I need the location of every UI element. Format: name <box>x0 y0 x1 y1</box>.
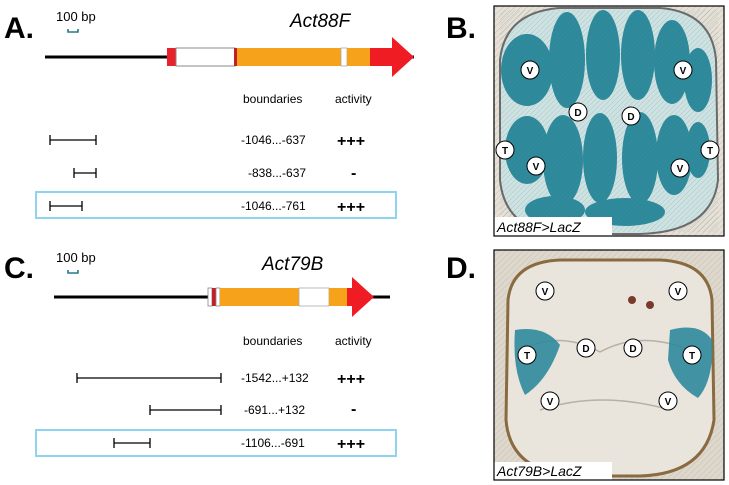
construct-row-a2: -838...-637 - <box>73 165 356 182</box>
marker-v: V <box>670 158 690 178</box>
intron-small-a <box>340 47 348 67</box>
svg-text:T: T <box>707 146 713 157</box>
micrograph-b: V V D D T T V V Act88F>LacZ <box>493 5 725 237</box>
boundaries-label: -691...+132 <box>244 403 305 417</box>
svg-text:D: D <box>627 112 634 123</box>
utr-small-c <box>207 287 213 307</box>
svg-text:D: D <box>629 344 636 355</box>
direction-arrow-a <box>370 37 414 77</box>
gene-model-c <box>54 277 390 317</box>
boundaries-label: -838...-637 <box>248 166 306 180</box>
boundaries-label: -1106...-691 <box>241 436 305 450</box>
svg-text:V: V <box>542 287 549 298</box>
gene-name-c: Act79B <box>261 254 324 275</box>
marker-v: V <box>535 281 555 301</box>
header-activity-a: activity <box>335 92 372 106</box>
activity-label: +++ <box>337 436 365 453</box>
marker-t: T <box>700 140 720 160</box>
intron-block-a <box>175 47 236 67</box>
coding-exon-a2 <box>347 48 370 66</box>
intron-small-c <box>215 287 221 307</box>
coding-exon-a1 <box>237 48 341 66</box>
svg-text:D: D <box>574 108 581 119</box>
svg-text:T: T <box>502 146 508 157</box>
marker-t: T <box>682 345 702 365</box>
caption-b: Act88F>LacZ <box>496 219 581 235</box>
construct-row-c2: -691...+132 - <box>149 401 356 418</box>
scale-label-c: 100 bp <box>56 250 96 265</box>
panel-a: A. 100 bp Act88F boundaries activity -10… <box>4 9 414 219</box>
panel-b: B. V V D <box>446 5 725 237</box>
boundaries-label: -1046...-761 <box>241 199 306 213</box>
marker-d: D <box>623 338 643 358</box>
utr-block-a <box>167 48 176 66</box>
construct-row-a3: -1046...-761 +++ <box>35 191 397 219</box>
scale-label-a: 100 bp <box>56 9 96 24</box>
svg-text:V: V <box>680 66 687 77</box>
svg-text:V: V <box>665 397 672 408</box>
marker-d: D <box>576 338 596 358</box>
header-activity-c: activity <box>335 334 372 348</box>
boundaries-label: -1542...+132 <box>241 371 309 385</box>
activity-label: +++ <box>337 133 365 150</box>
stain-texture-b <box>500 10 718 232</box>
caption-d: Act79B>LacZ <box>496 463 582 479</box>
coding-exon-c2 <box>329 288 347 306</box>
gene-name-a: Act88F <box>289 11 352 32</box>
panel-letter-d: D. <box>446 252 476 285</box>
panel-letter-a: A. <box>4 12 34 45</box>
svg-text:V: V <box>547 397 554 408</box>
highlight-box-a <box>35 191 397 219</box>
header-boundaries-c: boundaries <box>243 334 302 348</box>
svg-text:T: T <box>524 351 530 362</box>
marker-v: V <box>673 60 693 80</box>
micrograph-frame-b <box>493 5 725 237</box>
panel-d: D. V V T D D T V V Act79B>LacZ <box>446 249 725 481</box>
marker-t: T <box>495 140 515 160</box>
scale-bar-c <box>67 270 79 274</box>
highlight-box-c <box>35 429 397 457</box>
stained-region-left <box>514 329 560 395</box>
marker-v: V <box>520 60 540 80</box>
construct-row-c1: -1542...+132 +++ <box>76 371 365 388</box>
coding-exon-c1 <box>220 288 299 306</box>
activity-label: - <box>351 401 356 418</box>
marker-v: V <box>658 391 678 411</box>
svg-text:D: D <box>582 344 589 355</box>
pigment-spot <box>628 296 636 304</box>
marker-v: V <box>526 156 546 176</box>
svg-text:V: V <box>527 66 534 77</box>
utr-block-c <box>212 288 216 306</box>
construct-row-a1: -1046...-637 +++ <box>49 133 365 150</box>
direction-arrow-c <box>347 277 374 317</box>
activity-label: - <box>351 165 356 182</box>
marker-v: V <box>540 391 560 411</box>
marker-v: V <box>668 281 688 301</box>
construct-row-c3: -1106...-691 +++ <box>35 429 397 457</box>
marker-d: D <box>568 102 588 122</box>
caption-bg-b <box>494 217 612 236</box>
activity-label: +++ <box>337 371 365 388</box>
svg-text:T: T <box>689 351 695 362</box>
intron-block-c <box>298 287 330 307</box>
panel-c: C. 100 bp Act79B boundaries activity -15… <box>4 250 397 457</box>
pigment-spot <box>646 301 654 309</box>
micrograph-frame-d <box>493 249 725 481</box>
caption-bg-d <box>494 462 612 480</box>
header-boundaries-a: boundaries <box>243 92 302 106</box>
boundaries-label: -1046...-637 <box>241 133 306 147</box>
marker-t: T <box>517 345 537 365</box>
svg-text:V: V <box>533 162 540 173</box>
svg-text:V: V <box>675 287 682 298</box>
svg-text:V: V <box>677 164 684 175</box>
scale-bar-a <box>67 29 79 33</box>
gene-model-a <box>45 37 414 77</box>
panel-letter-c: C. <box>4 252 34 285</box>
activity-label: +++ <box>337 199 365 216</box>
marker-d: D <box>621 106 641 126</box>
micrograph-d: V V T D D T V V Act79B>LacZ <box>493 249 725 481</box>
panel-letter-b: B. <box>446 12 476 45</box>
exon-edge-a <box>234 48 237 66</box>
